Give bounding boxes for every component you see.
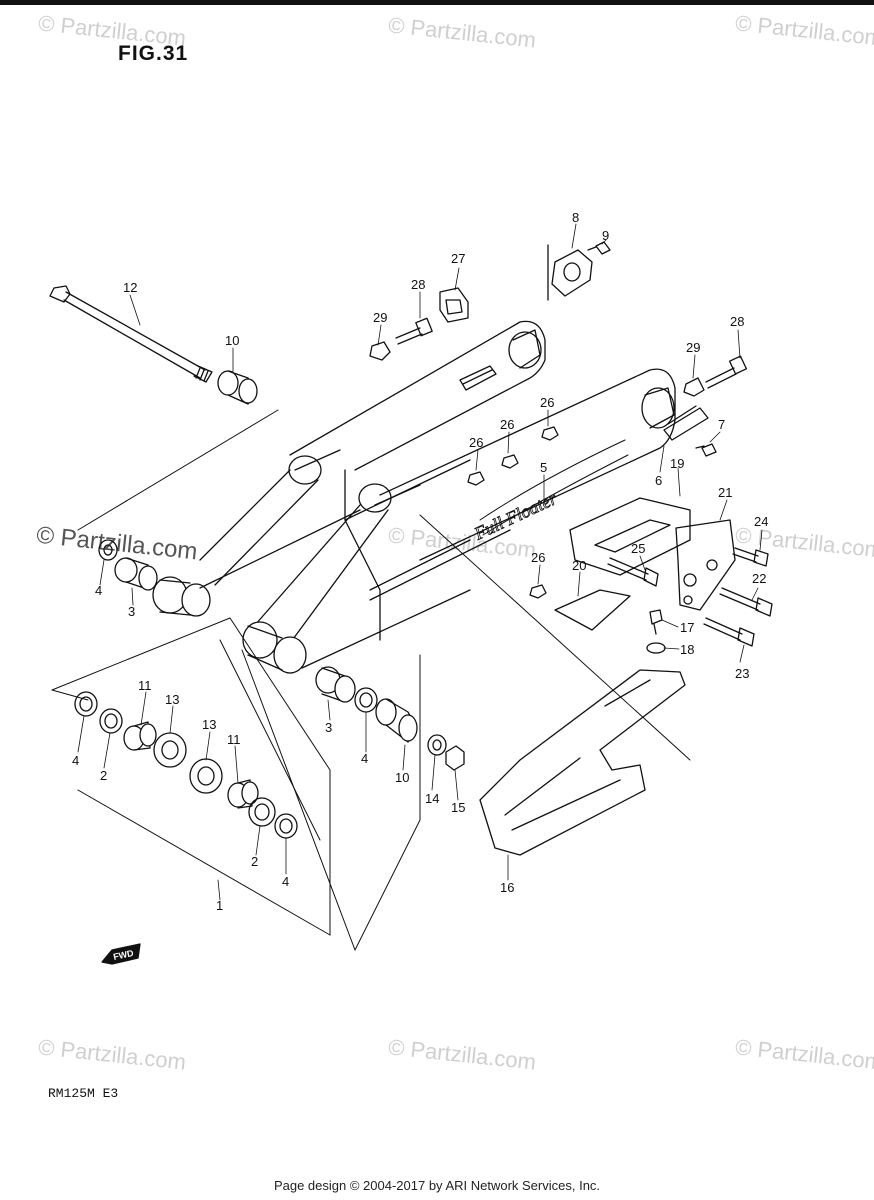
callout: 23: [735, 666, 749, 681]
callout: 18: [680, 642, 694, 657]
callout: 28: [411, 277, 425, 292]
chain-guide-piece: [554, 589, 631, 631]
chain-guide-bracket: [569, 497, 736, 611]
spacer-ring: [248, 797, 276, 827]
callout: 11: [227, 732, 241, 747]
callout: 2: [251, 854, 258, 869]
fwd-arrow-icon: FWD: [101, 943, 141, 965]
callout: 10: [395, 770, 409, 785]
chain-slider: [479, 669, 686, 856]
bracket-bolt: [732, 547, 769, 567]
guide-screw: [649, 609, 663, 635]
callout: 19: [670, 456, 684, 471]
callout: 26: [540, 395, 554, 410]
nut: [529, 584, 547, 599]
adjuster-block: [439, 287, 469, 323]
callout: 9: [602, 228, 609, 243]
dust-seal: [354, 687, 378, 713]
chain-adjuster-plate: [547, 244, 593, 301]
adjuster-nut: [683, 377, 705, 397]
dust-seal: [74, 691, 98, 717]
callout: 3: [325, 720, 332, 735]
callout: 8: [572, 210, 579, 225]
callout: 25: [631, 541, 645, 556]
callout: 12: [123, 280, 137, 295]
callout: 26: [469, 435, 483, 450]
bushing: [123, 721, 157, 751]
plate-screw: [587, 241, 611, 255]
callout: 28: [730, 314, 744, 329]
pivot-nut: [445, 745, 465, 771]
needle-bearing: [114, 557, 158, 591]
nut: [467, 471, 485, 486]
callout: 22: [752, 571, 766, 586]
nut: [541, 426, 559, 441]
chain-adjuster-plate: [663, 405, 717, 457]
callout: 10: [225, 333, 239, 348]
callout: 4: [282, 874, 289, 889]
fwd-label: FWD: [112, 948, 135, 962]
callout: 5: [540, 460, 547, 475]
callout: 6: [655, 473, 662, 488]
guide-washer: [646, 642, 666, 654]
pivot-collar: [375, 698, 418, 743]
pivot-collar: [217, 370, 258, 405]
callout: 11: [138, 678, 152, 693]
callouts: 12 10 4 3 29 28 27 8 9 26 26 26 5 28 29 …: [72, 210, 768, 913]
oil-seal: [189, 758, 223, 794]
oil-seal: [153, 732, 187, 768]
callout: 20: [572, 558, 586, 573]
nut: [501, 454, 519, 469]
callout: 24: [754, 514, 768, 529]
footer-credit: Page design © 2004-2017 by ARI Network S…: [273, 1178, 601, 1193]
callout: 15: [451, 800, 465, 815]
callout: 1: [216, 898, 223, 913]
spacer-ring: [99, 708, 123, 734]
swingarm-body: Full Floater: [152, 320, 676, 674]
needle-bearing: [315, 666, 356, 703]
washer: [427, 734, 447, 756]
dust-seal: [98, 539, 118, 561]
bushing: [227, 779, 259, 809]
adjuster-bolt: [705, 355, 748, 389]
bracket-bolt: [719, 587, 773, 617]
callout: 4: [95, 583, 102, 598]
callout: 17: [680, 620, 694, 635]
model-code: RM125M E3: [48, 1086, 119, 1101]
callout: 13: [165, 692, 179, 707]
callout: 13: [202, 717, 216, 732]
leader-lines: [77, 223, 763, 901]
bracket-bolt: [607, 557, 659, 587]
callout: 29: [373, 310, 387, 325]
callout: 2: [100, 768, 107, 783]
callout: 27: [451, 251, 465, 266]
callout: 14: [425, 791, 439, 806]
callout: 21: [718, 485, 732, 500]
pivot-shaft: [49, 285, 213, 383]
callout: 7: [718, 417, 725, 432]
callout: 26: [531, 550, 545, 565]
bracket-bolt: [703, 617, 755, 647]
figure-title: FIG.31: [118, 42, 189, 65]
dust-seal: [274, 813, 298, 839]
callout: 4: [72, 753, 79, 768]
callout: 3: [128, 604, 135, 619]
adjuster-nut: [369, 341, 391, 361]
assembly-outline: [51, 409, 691, 951]
svg-text:Full Floater: Full Floater: [470, 488, 560, 544]
callout: 29: [686, 340, 700, 355]
callout: 16: [500, 880, 514, 895]
callout: 26: [500, 417, 514, 432]
top-border: [0, 0, 874, 5]
callout: 4: [361, 751, 368, 766]
adjuster-bolt: [395, 317, 433, 345]
